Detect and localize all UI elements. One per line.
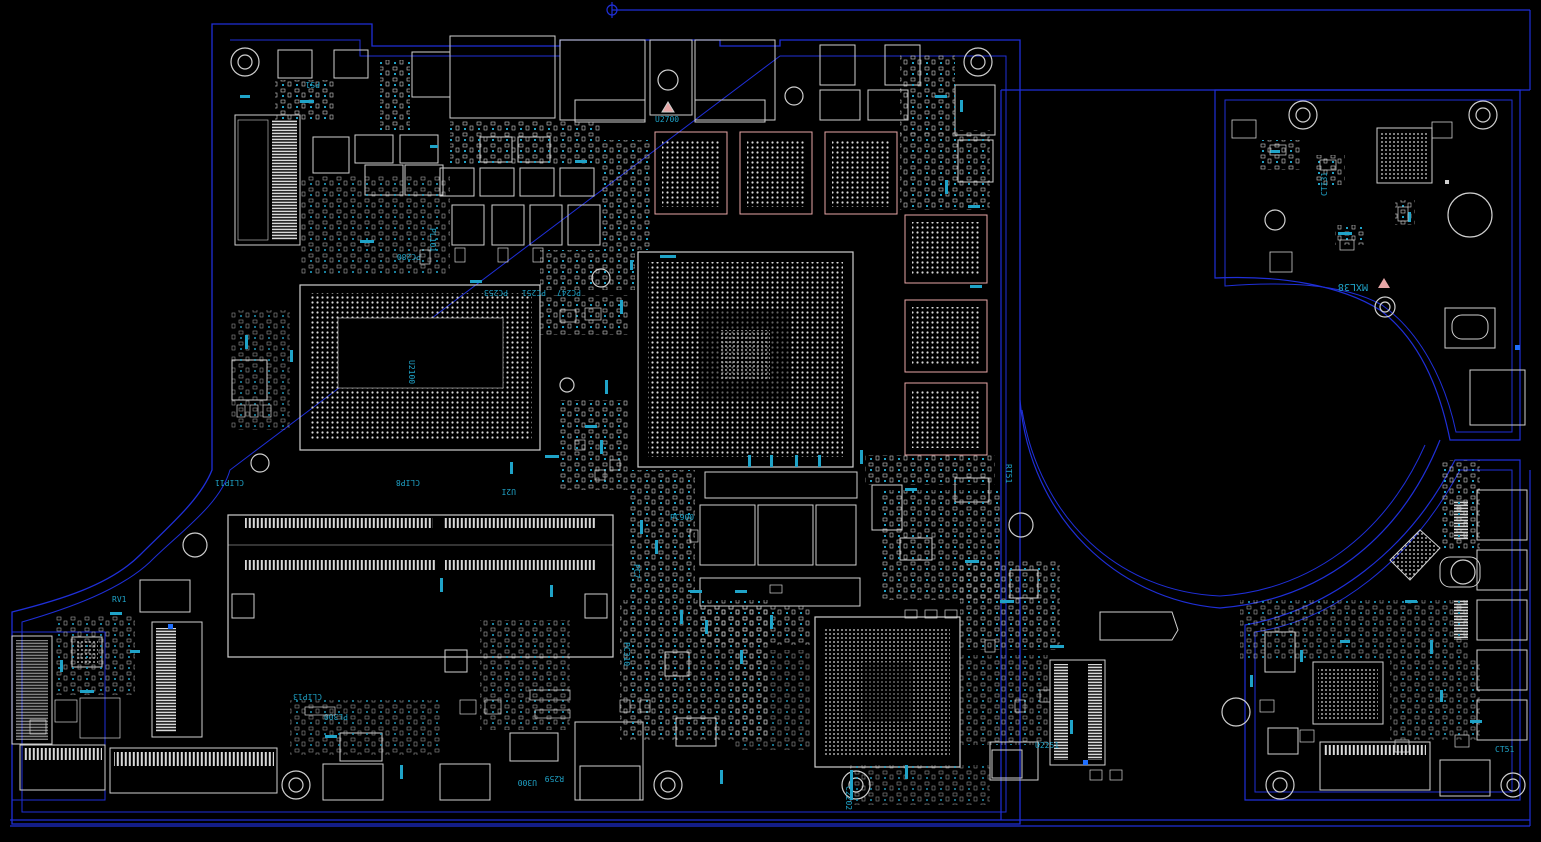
label-clip13: CLIP13 bbox=[293, 692, 322, 701]
label-u2100: U2100 bbox=[407, 360, 416, 384]
io-chip-upper bbox=[1231, 119, 1526, 426]
main-board-outline bbox=[11, 23, 1021, 825]
label-c2202: C2202 bbox=[844, 786, 853, 810]
io-chip-right bbox=[1312, 661, 1384, 725]
pin1-markers bbox=[168, 180, 1520, 765]
label-r259: R259 bbox=[545, 774, 564, 783]
main-board-inner-outline bbox=[21, 39, 1007, 813]
vram-top-row bbox=[654, 131, 898, 215]
label-clip8: CLIP8 bbox=[396, 478, 420, 487]
bottom-long-connector bbox=[19, 744, 278, 794]
label-rv1: RV1 bbox=[112, 595, 127, 604]
label-u300: U300 bbox=[518, 778, 537, 787]
right-upper-board-outline bbox=[1214, 89, 1521, 441]
label-cti31: CTI31 bbox=[1320, 172, 1329, 196]
scattered-designator-marks bbox=[60, 95, 1482, 800]
label-pc247: PC247 bbox=[557, 288, 581, 297]
right-upper-board-inner bbox=[1224, 99, 1513, 433]
label-u2251: U2251 bbox=[1035, 741, 1059, 750]
passive-component-fields bbox=[55, 55, 1480, 805]
label-pc253: PC253 bbox=[484, 288, 508, 297]
label-u2700: U2700 bbox=[655, 115, 679, 124]
gpu-package bbox=[637, 251, 854, 468]
label-u2i: U2I bbox=[501, 487, 516, 496]
memory-connector bbox=[227, 514, 614, 658]
label-pc251: PC251 bbox=[522, 288, 546, 297]
label-mxl38: MXL38 bbox=[1338, 281, 1368, 292]
cpu-package bbox=[299, 284, 541, 451]
reference-labels: CLIP11 CLIP8 CLIP13 PC253 PC251 PC247 PL… bbox=[112, 80, 1514, 810]
scattered-small-parts bbox=[29, 144, 1470, 781]
mounting-holes bbox=[182, 47, 1526, 800]
label-ct51: CT51 bbox=[1495, 745, 1514, 754]
fan-arc-outline bbox=[1019, 399, 1441, 609]
left-fpc-connector bbox=[234, 114, 301, 246]
center-right-connector bbox=[1049, 611, 1179, 766]
label-pc310: PC310 bbox=[622, 642, 631, 666]
label-pc900: PC900 bbox=[670, 513, 694, 522]
top-port-connectors bbox=[277, 35, 921, 123]
label-rt51: RT51 bbox=[1004, 464, 1013, 483]
label-pc280: PC280 bbox=[397, 252, 421, 261]
label-pl101: PL101 bbox=[428, 228, 437, 252]
label-clip1: CLIP11 bbox=[215, 478, 244, 487]
fan-arc-inner bbox=[1021, 409, 1426, 597]
label-pl300: PL300 bbox=[324, 712, 348, 721]
label-pc7: PC7 bbox=[632, 564, 641, 579]
pch-package bbox=[814, 616, 961, 768]
label-ps1: PS1 bbox=[305, 80, 320, 89]
vram-right-column bbox=[904, 214, 988, 456]
